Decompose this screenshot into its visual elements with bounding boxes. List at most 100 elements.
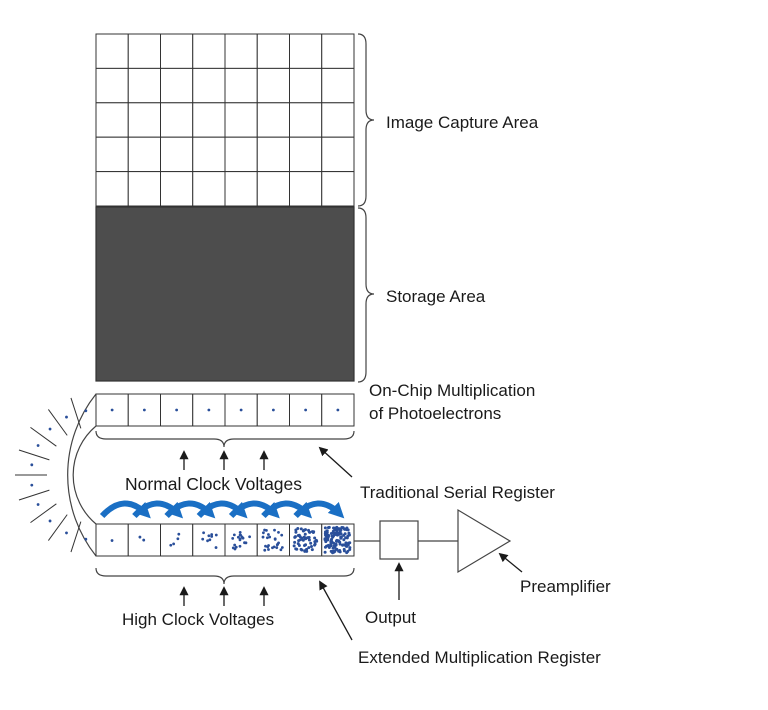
electron-dot	[345, 536, 349, 540]
electron-dot	[236, 535, 240, 539]
pixel-cell	[224, 136, 258, 173]
label-storage-area: Storage Area	[386, 287, 486, 306]
electron-dot	[339, 535, 343, 539]
electron-dot	[331, 535, 335, 539]
electron-dot	[342, 533, 346, 537]
electron-dot	[266, 545, 270, 549]
pixel-cell	[127, 171, 161, 207]
electron-dot	[273, 528, 276, 532]
pixel-cell	[289, 33, 323, 69]
pixel-cell	[160, 171, 194, 207]
electron-dot	[339, 528, 343, 532]
electron-dot	[303, 549, 307, 553]
pixel-cell	[127, 33, 161, 69]
electron-dot	[261, 535, 265, 539]
electron-dot	[336, 528, 340, 532]
curve-segment-divider	[70, 521, 82, 553]
electron-dot	[292, 544, 296, 548]
electron-dot	[65, 415, 68, 419]
electron-dot	[276, 542, 280, 546]
electron-dot	[297, 544, 301, 548]
electron-dot	[342, 538, 346, 542]
electron-dot	[306, 536, 310, 540]
pixel-cell	[224, 67, 258, 104]
electron-dot	[272, 545, 276, 549]
electron-dot	[333, 545, 337, 549]
storage-area	[95, 206, 355, 382]
electron-dot	[295, 547, 299, 551]
electron-dot	[331, 551, 335, 555]
normal-clock-brace	[95, 430, 355, 448]
electron-dot	[239, 533, 242, 537]
multiplication-register-cell	[160, 523, 194, 557]
electron-dot	[248, 535, 252, 539]
pixel-cell	[160, 67, 194, 104]
electron-dot	[279, 548, 283, 552]
electron-dot	[329, 531, 333, 535]
electron-dot	[210, 533, 214, 536]
electron-dot	[175, 408, 179, 412]
electron-dot	[341, 526, 345, 530]
electron-dot	[309, 545, 313, 549]
electron-dot	[299, 547, 303, 551]
electron-dot	[336, 531, 340, 535]
label-extended-multiplication-register: Extended Multiplication Register	[358, 648, 601, 667]
curve-segment-divider	[47, 514, 68, 541]
clock-transfer-arrow	[293, 500, 345, 519]
normal-clock-voltage-arrows	[179, 450, 269, 470]
electron-dot	[323, 526, 327, 530]
pixel-cell	[289, 136, 323, 173]
pixel-cell	[289, 67, 323, 104]
image-capture-grid	[95, 33, 355, 207]
electron-dot	[202, 531, 206, 535]
electron-dot	[309, 541, 313, 545]
output-node	[379, 520, 419, 560]
pixel-cell	[127, 102, 161, 138]
electron-dot	[329, 540, 333, 544]
electron-dot	[338, 540, 342, 544]
electron-dot	[280, 533, 284, 537]
electron-dot	[176, 537, 180, 541]
electron-dot	[36, 503, 40, 506]
electron-dot	[323, 545, 327, 549]
pixel-cell	[192, 136, 226, 173]
electron-dot	[264, 544, 267, 548]
electron-dot	[346, 542, 350, 546]
electron-dot	[201, 537, 205, 541]
electron-dot	[48, 427, 52, 431]
electron-dot	[324, 540, 328, 544]
electron-dot	[313, 540, 317, 544]
electron-dot	[333, 532, 337, 536]
electron-dot	[304, 537, 308, 541]
electron-dot	[341, 543, 345, 547]
electron-dot	[294, 528, 298, 532]
pixel-cell	[127, 136, 161, 173]
electron-dot	[335, 547, 339, 551]
electron-dot	[142, 538, 146, 542]
pixel-cell	[321, 67, 355, 104]
electron-dot	[233, 543, 237, 547]
pixel-cell	[321, 102, 355, 138]
electron-dot	[327, 546, 331, 550]
electron-dot	[208, 538, 212, 542]
curve-segment-divider	[30, 426, 57, 447]
high-clock-voltage-arrows	[179, 586, 269, 606]
electron-dot	[345, 551, 349, 555]
curve-segment-divider	[47, 409, 68, 436]
electron-dot	[65, 531, 68, 535]
curved-register-section	[15, 393, 97, 557]
pixel-cell	[256, 171, 290, 207]
electron-dot	[342, 547, 346, 551]
electron-dot	[323, 550, 327, 554]
pixel-cell	[95, 171, 129, 207]
electron-dot	[275, 546, 279, 550]
electron-dot	[304, 543, 308, 547]
electron-dot	[172, 542, 176, 546]
electron-dot	[348, 546, 352, 550]
electron-dot	[232, 533, 236, 537]
electron-dot	[177, 532, 181, 536]
electron-dot	[339, 532, 343, 536]
serial-register-pointer	[318, 446, 353, 478]
image-capture-brace	[357, 33, 375, 207]
